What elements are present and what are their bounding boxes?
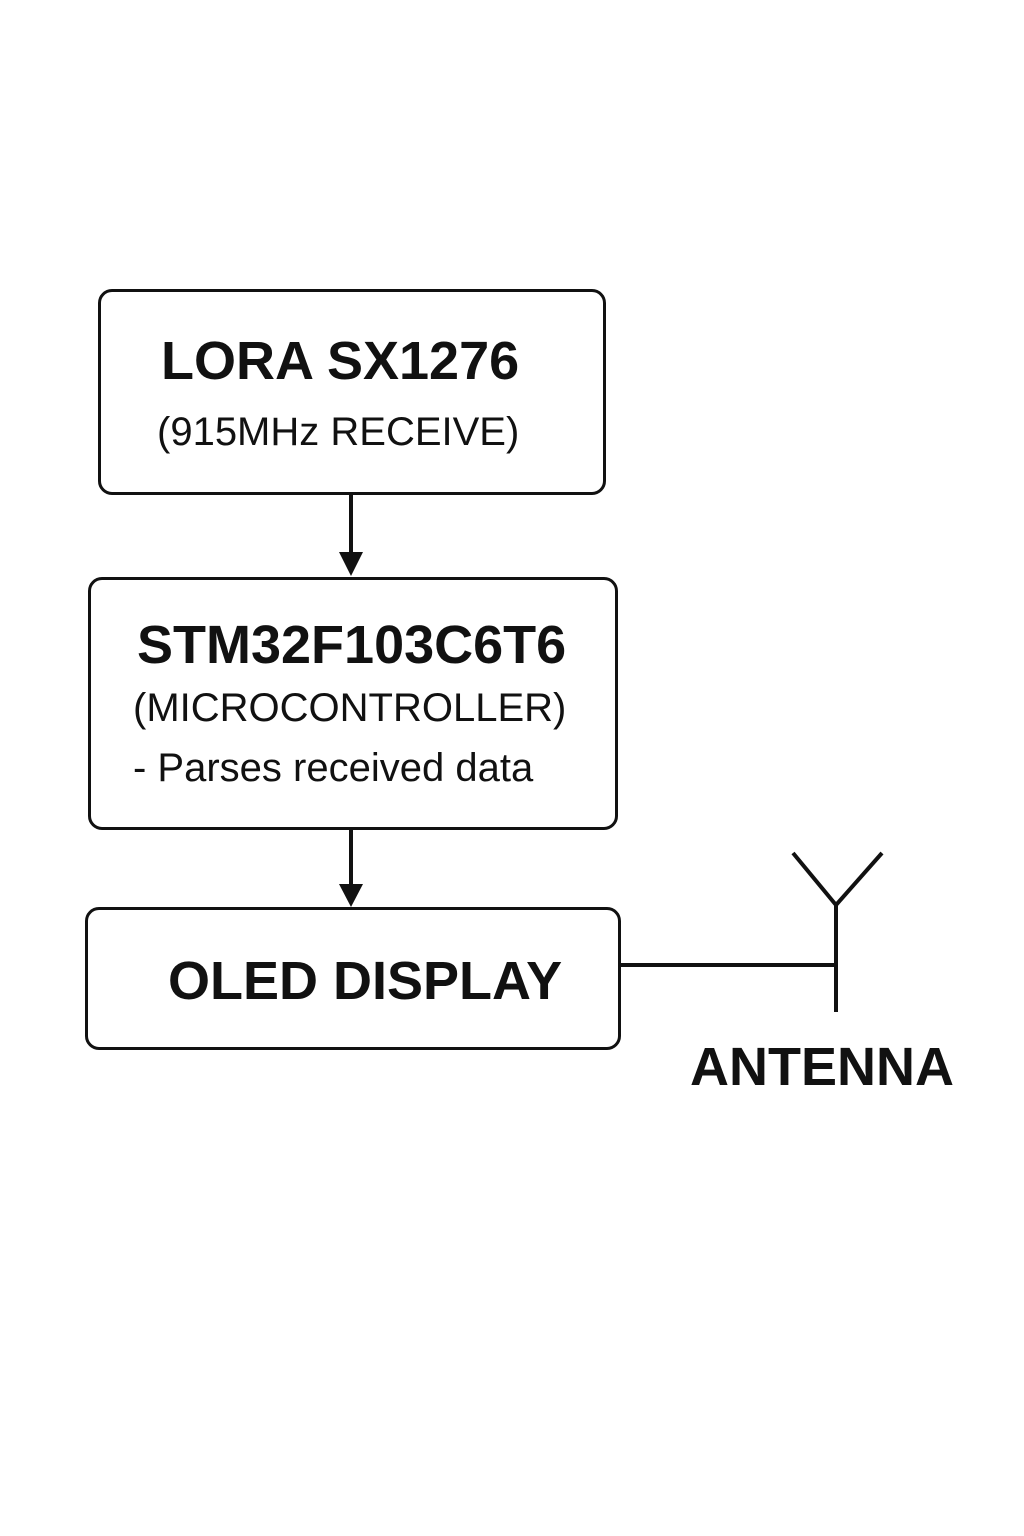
mcu-note: - Parses received data <box>133 746 534 790</box>
arrow-mcu-to-oled <box>339 830 363 907</box>
lora-module-block: LORA SX1276 (915MHz RECEIVE) <box>98 289 606 495</box>
antenna-icon <box>791 851 884 1012</box>
lora-subtitle: (915MHz RECEIVE) <box>157 410 520 454</box>
microcontroller-block: STM32F103C6T6 (MICROCONTROLLER) - Parses… <box>88 577 618 830</box>
lora-title: LORA SX1276 <box>161 331 520 391</box>
arrow-lora-to-mcu <box>339 495 363 576</box>
oled-title: OLED DISPLAY <box>168 951 563 1011</box>
oled-display-block: OLED DISPLAY <box>85 907 621 1050</box>
antenna-label: ANTENNA <box>690 1037 954 1097</box>
mcu-subtitle: (MICROCONTROLLER) <box>133 686 567 730</box>
mcu-title: STM32F103C6T6 <box>137 615 567 675</box>
